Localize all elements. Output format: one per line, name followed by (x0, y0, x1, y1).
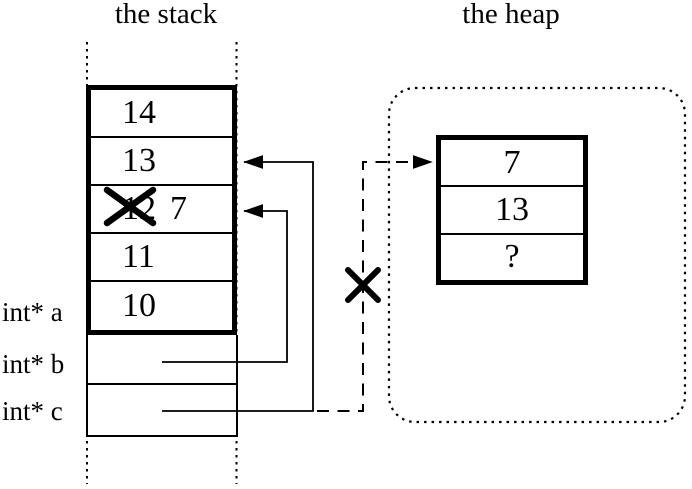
stack-cell-3-value: 11 (122, 238, 155, 275)
stack-title: the stack (114, 0, 218, 30)
pointer-cell-b (88, 335, 236, 385)
heap-cell-2: ? (441, 235, 583, 280)
stack-cell-4: 10 (91, 282, 232, 330)
heap-title: the heap (462, 0, 560, 30)
pointer-cell-c (88, 385, 236, 435)
stack-cell-0: 14 (91, 90, 232, 138)
stack-cell-4-value: 10 (122, 287, 156, 324)
pointer-label-b: int* b (2, 349, 65, 379)
stack-cell-2-replacement-value: 7 (170, 190, 187, 227)
heap-box: 7 13 ? (436, 135, 588, 285)
heap-cell-2-value: ? (504, 238, 520, 276)
stack-cell-1: 13 (91, 138, 232, 186)
heap-cell-0-value: 7 (503, 143, 521, 181)
dangling-pointer-dashed-arrow (317, 155, 433, 412)
heap-cell-1: 13 (441, 187, 583, 235)
heap-cell-0: 7 (441, 140, 583, 188)
dangling-pointer-x-icon (345, 267, 381, 303)
stack-cell-3: 11 (91, 234, 232, 282)
pointer-variables-box (86, 335, 238, 437)
stack-cell-1-value: 13 (122, 142, 156, 179)
stack-box: 14 13 12 7 11 10 (86, 85, 237, 335)
pointer-label-c: int* c (2, 396, 63, 426)
pointer-label-a: int* a (2, 297, 63, 327)
stack-cell-2-crossed-value: 12 (122, 190, 156, 227)
stack-cell-2: 12 7 (91, 186, 232, 234)
stack-cell-0-value: 14 (122, 94, 156, 131)
heap-cell-1-value: 13 (495, 190, 529, 228)
